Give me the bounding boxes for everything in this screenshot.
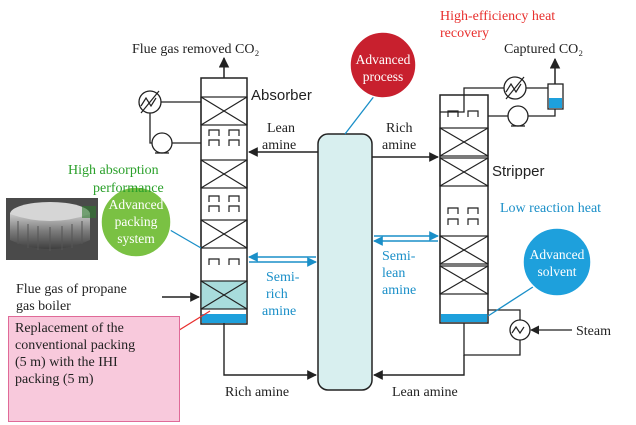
absorber-column — [200, 77, 248, 325]
semi-lean-line2: lean — [382, 266, 405, 281]
semi-rich-line1: Semi- — [266, 270, 300, 285]
low-reaction-heat-label: Low reaction heat — [500, 201, 601, 216]
note-line4: packing (5 m) — [15, 372, 94, 387]
stripper-pump-icon — [507, 105, 529, 127]
reboiler-icon — [509, 319, 531, 341]
advanced-process-line2: process — [363, 69, 404, 84]
semi-lean-line3: amine — [382, 283, 416, 298]
flue-gas-in-line2: gas boiler — [16, 299, 71, 314]
stripper-label: Stripper — [492, 163, 545, 180]
reflux-drum — [547, 83, 564, 110]
high-efficiency-line2: recovery — [440, 26, 489, 41]
advanced-process-badge: Advanced process — [344, 31, 417, 135]
semi-lean-line1: Semi- — [382, 249, 416, 264]
lean-amine-top-line2: amine — [262, 138, 296, 153]
stripper-heat-exchanger-icon — [503, 76, 527, 100]
semi-rich-line3: amine — [262, 304, 296, 319]
pump-icon — [151, 132, 173, 154]
advanced-solvent-line2: solvent — [538, 264, 577, 279]
rich-amine-top-line2: amine — [382, 138, 416, 153]
advanced-process-line1: Advanced — [356, 52, 411, 67]
lean-amine-top-line1: Lean — [267, 121, 295, 136]
advanced-packing-line3: system — [117, 231, 155, 246]
replacement-note: Replacement of the conventional packing … — [8, 316, 180, 422]
high-absorption-line1: High absorption — [68, 163, 159, 178]
advanced-solvent-badge: Advanced solvent — [487, 227, 592, 317]
absorber-reflux-loop — [149, 101, 201, 144]
lean-amine-bottom-label: Lean amine — [392, 385, 458, 400]
heat-exchanger-icon — [138, 90, 162, 114]
advanced-packing-badge: Advanced packing system — [100, 186, 202, 258]
stripper-column — [439, 94, 489, 324]
note-line1: Replacement of the — [15, 321, 124, 336]
high-efficiency-line1: High-efficiency heat — [440, 9, 555, 24]
flue-gas-in-line1: Flue gas of propane — [16, 282, 127, 297]
advanced-packing-line1: Advanced — [109, 197, 164, 212]
packing-photo — [6, 198, 98, 260]
advanced-packing-line2: packing — [115, 214, 158, 229]
rich-amine-top-line1: Rich — [386, 121, 412, 136]
captured-co2-label: Captured CO₂ — [504, 42, 583, 57]
advanced-solvent-line1: Advanced — [530, 247, 585, 262]
note-line2: conventional packing — [15, 338, 136, 353]
steam-label: Steam — [576, 324, 611, 339]
rich-amine-bottom-label: Rich amine — [225, 385, 289, 400]
high-absorption-line2: performance — [93, 181, 164, 196]
central-heat-exchanger — [317, 133, 373, 391]
semi-rich-line2: rich — [266, 287, 288, 302]
note-line3: (5 m) with the IHI — [15, 355, 118, 370]
flue-gas-removed-label: Flue gas removed CO₂ — [132, 42, 259, 57]
absorber-label: Absorber — [251, 87, 312, 104]
